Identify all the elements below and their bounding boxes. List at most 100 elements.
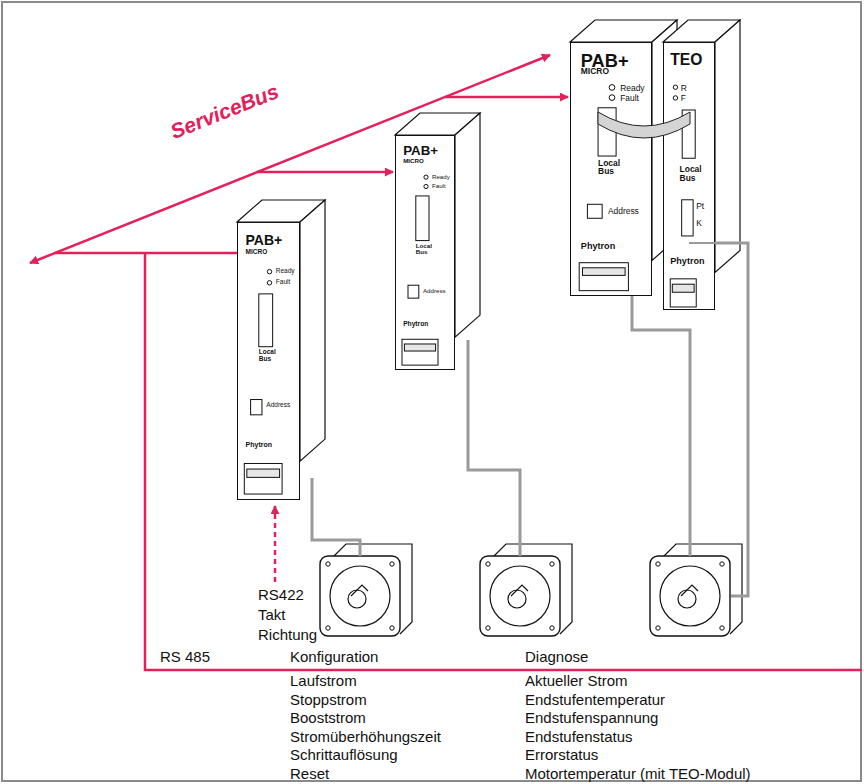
rs422-arrow — [274, 506, 277, 582]
bus-socket — [259, 294, 273, 347]
panel-label: MICRO — [403, 158, 424, 164]
driver-module-panel: PAB+MICROReadyFaultLocal BusAddressPhytr… — [237, 222, 300, 500]
diagnostic-value: Aktueller Strom — [525, 672, 628, 689]
diagnostic-value: Endstufenspannung — [525, 709, 658, 726]
mount-hole — [326, 562, 330, 566]
diagnostic-value: Endstufenstatus — [525, 728, 633, 745]
module-side — [300, 200, 325, 461]
handle-grip — [582, 268, 625, 276]
diagnostic-value: Motortemperatur (mit TEO-Modul) — [525, 765, 751, 782]
sensor-terminal — [682, 200, 693, 236]
motor-shaft — [681, 585, 698, 596]
bus-strap — [598, 112, 690, 138]
panel-label: Address — [423, 288, 446, 294]
panel-label: Phytron — [403, 320, 428, 327]
panel-label: Local Bus — [416, 243, 434, 256]
panel-label: K — [696, 219, 702, 228]
motor-shaft — [508, 590, 526, 608]
module-side — [455, 113, 480, 337]
led — [267, 281, 271, 285]
panel-label: Fault — [276, 279, 290, 286]
module-side — [715, 20, 740, 272]
bus-socket — [682, 110, 695, 158]
panel-handle — [579, 263, 628, 291]
panel-label: Local Bus — [259, 349, 278, 363]
led — [609, 95, 615, 101]
bus-arrow — [445, 96, 568, 99]
module-name: PAB+ — [246, 233, 283, 248]
parameter: Stromüberhöhungszeit — [290, 728, 441, 745]
bus-name: ServiceBus — [167, 79, 282, 144]
motor-cables — [312, 243, 748, 596]
parameter: Stoppstrom — [290, 691, 367, 708]
panel-label: Ready — [276, 268, 295, 275]
led — [673, 85, 677, 89]
bus-arrow — [257, 171, 393, 174]
motor-collar — [660, 566, 720, 626]
led — [609, 85, 615, 91]
stepper-motors — [320, 544, 742, 636]
bus-socket — [598, 108, 616, 156]
mount-hole — [550, 626, 554, 630]
panel-handle — [244, 463, 282, 494]
mount-hole — [550, 562, 554, 566]
signal-name: Richtung — [258, 626, 317, 643]
signal-name: Takt — [258, 606, 286, 623]
bus-lines — [30, 55, 862, 670]
led — [424, 184, 428, 188]
led — [424, 175, 428, 179]
handle-grip — [404, 344, 435, 351]
panel-label: Local Bus — [680, 165, 703, 183]
led — [673, 96, 677, 100]
mount-hole — [326, 626, 330, 630]
mount-hole — [720, 626, 724, 630]
mount-hole — [390, 626, 394, 630]
motor-shaft — [351, 585, 368, 596]
parameter: Schrittauflösung — [290, 746, 398, 763]
motor-shaft — [678, 590, 696, 608]
panel-handle — [402, 339, 438, 365]
parameter: Booststrom — [290, 709, 366, 726]
list-heading: Konfiguration — [290, 648, 378, 665]
address-switch — [587, 204, 602, 218]
module-bodies — [237, 20, 740, 461]
panel-label: Ready — [432, 174, 450, 180]
parameter: Laufstrom — [290, 672, 357, 689]
motor-collar — [490, 566, 550, 626]
motor-collar — [330, 566, 390, 626]
motor-shaft — [511, 585, 528, 596]
signal-name: RS422 — [258, 586, 304, 603]
panel-label: Phytron — [581, 242, 615, 252]
mount-hole — [486, 626, 490, 630]
address-switch — [408, 285, 419, 298]
motor-flange — [650, 556, 730, 636]
motor-flange — [320, 556, 400, 636]
module-name: TEO — [670, 52, 702, 68]
module-name: PAB+ — [403, 144, 438, 158]
mount-hole — [486, 562, 490, 566]
motor-flange — [480, 556, 560, 636]
sensor-wire — [689, 242, 715, 244]
handle-grip — [247, 469, 280, 477]
mount-hole — [656, 626, 660, 630]
driver-module-panel: PAB+MICRO ReadyFaultLocal BusAddressPhytr… — [395, 135, 455, 370]
panel-label: Phytron — [670, 257, 704, 267]
mount-hole — [390, 562, 394, 566]
panel-handle — [670, 279, 696, 307]
interface-name: RS 485 — [160, 648, 210, 665]
led — [267, 269, 271, 273]
panel-label: MICRO — [246, 249, 268, 256]
teo-module-panel: TEORFLocal BusPtKPhytron — [663, 42, 715, 310]
diagnostic-value: Errorstatus — [525, 746, 598, 763]
diagnostic-value: Endstufentemperatur — [525, 691, 665, 708]
panel-label: Fault — [620, 94, 639, 103]
parameter: Reset — [290, 765, 329, 782]
panel-label: Pt — [696, 202, 704, 211]
bus-socket — [416, 196, 429, 241]
panel-label: Fault — [432, 183, 446, 189]
panel-label: Address — [608, 207, 639, 216]
panel-label: Phytron — [246, 441, 272, 448]
address-switch — [251, 400, 262, 415]
panel-label: F — [681, 94, 686, 103]
